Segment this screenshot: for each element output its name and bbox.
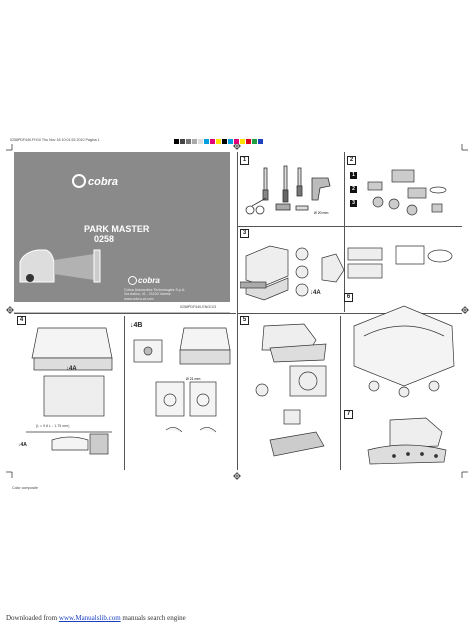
step-6-number: 6	[344, 293, 353, 302]
colour-swatch	[186, 139, 191, 144]
cobra-ring-icon	[72, 174, 86, 188]
colour-swatch	[192, 139, 197, 144]
colour-swatch	[228, 139, 233, 144]
divider-left-mid	[14, 313, 236, 314]
arrow-4a-step3-label: 4A	[313, 290, 321, 296]
step-5-number: 5	[240, 316, 249, 325]
cover-brand-bottom: cobra	[128, 276, 160, 285]
colour-swatch	[222, 139, 227, 144]
cover-product-title: PARK MASTER 0258	[84, 224, 149, 244]
cover-brand-logo: cobra	[72, 174, 118, 188]
colour-swatch	[174, 139, 179, 144]
final-result-illustration	[367, 417, 447, 465]
footer-suffix: manuals search engine	[120, 614, 186, 622]
footer-prefix: Downloaded from	[6, 614, 59, 622]
divider-right-lower	[340, 316, 341, 470]
product-code: 0258	[94, 234, 115, 244]
colour-swatch	[216, 139, 221, 144]
cobra-ring-icon	[128, 276, 137, 285]
colour-swatch	[240, 139, 245, 144]
divider-left-col	[124, 316, 125, 470]
arrow-4a-bottom: ↓4A	[18, 442, 27, 448]
colour-swatch	[204, 139, 209, 144]
divider-right-mid	[238, 313, 462, 314]
colour-bar	[174, 139, 264, 144]
tools-illustration: Ø 20 mm	[245, 165, 331, 215]
company-line-1: Cobra Automotive Technologies S.p.A.	[124, 288, 186, 292]
cutting-size-label: Ø 21 mm	[186, 377, 200, 381]
colour-swatch	[258, 139, 263, 144]
colour-swatch	[246, 139, 251, 144]
header-line: 0258PDF440.FH10 Thu Nov 18 10:01:53 2010…	[10, 138, 100, 142]
colour-swatch	[252, 139, 257, 144]
wiring-diagram-illustration	[353, 305, 455, 398]
colour-swatch	[234, 139, 239, 144]
colour-swatch	[180, 139, 185, 144]
part-label-b: 2	[350, 186, 357, 193]
colour-swatch	[198, 139, 203, 144]
divider-right-col	[344, 152, 345, 312]
cover-footer-strip	[14, 302, 230, 313]
arrow-4a-step3: ↓4A	[310, 290, 321, 296]
cover-brand-text: cobra	[88, 176, 118, 188]
manualslib-link[interactable]: www.Manualslib.com	[58, 614, 121, 622]
arrow-4b-label: 4B	[133, 322, 143, 329]
footer-download-note: Downloaded from www.Manualslib.com manua…	[6, 614, 186, 622]
step-4-number: 4	[17, 316, 26, 325]
dimension-label: (L = 9.6 L - 1.75 mm)	[36, 424, 70, 428]
bumper-measurement-illustration	[26, 327, 113, 455]
step-3-number: 3	[240, 229, 249, 238]
sensor-installation-illustration	[255, 323, 327, 457]
divider-center	[237, 152, 238, 470]
arrow-4a-left: ↓4A	[66, 366, 77, 372]
arrow-4b: ↓4B	[130, 322, 143, 329]
arrow-4a-label: 4A	[69, 366, 77, 372]
company-line-3: www.cobra-at.com	[124, 296, 154, 301]
kit-components-illustration	[367, 169, 447, 216]
arrow-4a-bottom-label: 4A	[20, 442, 27, 448]
product-title: PARK MASTER	[84, 224, 150, 234]
colour-swatch	[210, 139, 215, 144]
step-1-number: 1	[240, 156, 249, 165]
corner-note: Color composite	[12, 486, 38, 490]
part-label-c: 3	[350, 200, 357, 207]
step-2-number: 2	[347, 156, 356, 165]
company-line-2: Via Astico, 41 - 21100 Varese	[124, 292, 171, 297]
part-label-a: 1	[350, 172, 357, 179]
divider-right-upper	[238, 226, 462, 227]
bumper-drilling-illustration: Ø 21 mm	[133, 327, 231, 433]
drill-size-label: Ø 20 mm	[314, 211, 328, 215]
car-sensor-illustration	[19, 249, 101, 283]
cover-code: 0258PDF440-ENG/1/3	[180, 305, 217, 309]
company-info: Cobra Automotive Technologies S.p.A. Via…	[124, 288, 185, 301]
step-7-number: 7	[344, 410, 353, 419]
vehicle-preparation-illustration	[240, 245, 453, 301]
cover-brand-bottom-text: cobra	[138, 276, 160, 285]
